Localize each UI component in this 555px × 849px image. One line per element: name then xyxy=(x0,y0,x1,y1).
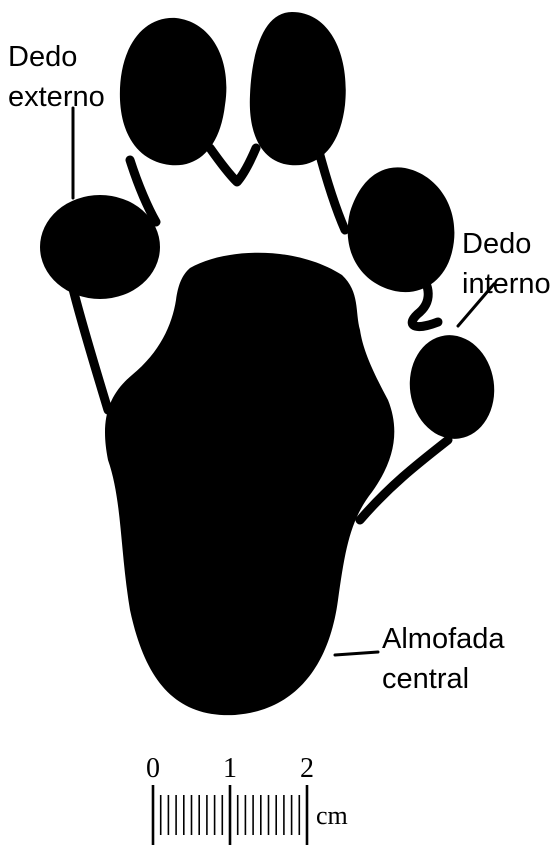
label-outer-toe-line2: externo xyxy=(8,81,105,113)
toe-pad-right xyxy=(348,167,455,292)
toe-pad-inner xyxy=(403,330,501,445)
central-pad xyxy=(105,253,394,715)
scale-unit: cm xyxy=(316,801,348,830)
label-outer-toe: Dedo externo xyxy=(8,41,105,113)
connector-toe1-toe2-notch xyxy=(210,148,256,182)
label-central-pad-line2: central xyxy=(382,663,469,695)
connector-toe2-to-toe3 xyxy=(318,148,345,230)
toe-pad-outer xyxy=(40,195,160,299)
label-inner-toe-line1: Dedo xyxy=(462,228,531,260)
scale-ticks xyxy=(153,785,307,845)
toe-pad-upper-right xyxy=(250,12,346,165)
scale-label-0: 0 xyxy=(146,753,160,784)
connector-outer-toe-to-pad xyxy=(72,285,108,410)
label-inner-toe: Dedo interno xyxy=(462,228,551,300)
leader-central-pad xyxy=(335,652,378,655)
toe-pad-upper-left xyxy=(120,18,227,165)
label-inner-toe-line2: interno xyxy=(462,268,551,300)
scale-label-1: 1 xyxy=(223,753,237,784)
label-central-pad: Almofada central xyxy=(382,623,513,695)
scale-bar: 0 1 2 cm xyxy=(146,753,348,845)
label-outer-toe-line1: Dedo xyxy=(8,41,77,73)
label-central-pad-line1: Almofada xyxy=(382,623,505,655)
scale-label-2: 2 xyxy=(300,753,314,784)
